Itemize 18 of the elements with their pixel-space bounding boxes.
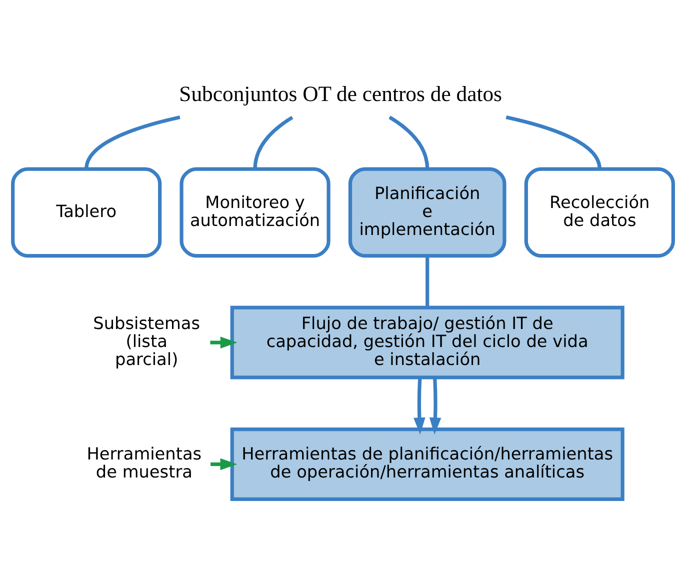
arrow bbox=[210, 458, 238, 470]
node-text: Subsistemas (lista parcial) bbox=[93, 312, 200, 369]
node-text: Subconjuntos OT de centros de datos bbox=[179, 81, 502, 106]
connector bbox=[84, 115, 180, 169]
connector bbox=[388, 115, 430, 169]
node-box: Tablero bbox=[11, 166, 162, 258]
arrow bbox=[210, 336, 238, 348]
node-box: Planificación e implementación bbox=[348, 166, 506, 258]
connector bbox=[253, 115, 294, 169]
connector bbox=[426, 255, 430, 307]
node-box: Recolección de datos bbox=[524, 166, 675, 258]
node-text: Herramientas de muestra bbox=[86, 443, 202, 482]
connector bbox=[506, 114, 602, 169]
node-box: Flujo de trabajo/ gestión IT de capacidad, gestión IT del ciclo de vida e instalación bbox=[230, 305, 624, 379]
node-box: Herramientas de planificación/herramientas de operación/herramientas analíticas bbox=[230, 426, 624, 500]
arrow bbox=[429, 377, 442, 434]
arrow bbox=[414, 377, 426, 434]
node-box: Monitoreo y automatización bbox=[180, 166, 330, 258]
